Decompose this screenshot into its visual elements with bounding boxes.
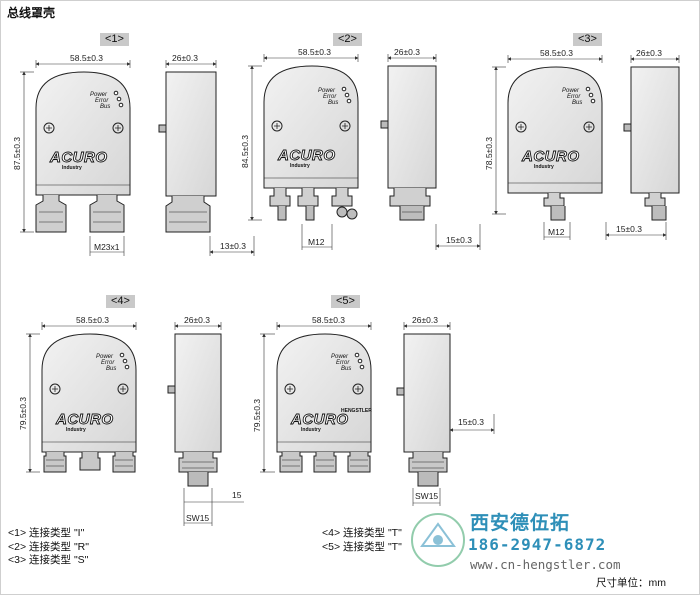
- legend-item: <2> 连接类型 "R": [8, 540, 89, 553]
- svg-text:15±0.3: 15±0.3: [446, 235, 472, 245]
- svg-text:Error: Error: [336, 360, 350, 366]
- svg-text:Power: Power: [96, 354, 114, 360]
- svg-text:84.5±0.3: 84.5±0.3: [240, 135, 250, 168]
- svg-text:Power: Power: [331, 354, 349, 360]
- watermark-company-name: 西安德伍拓: [470, 513, 571, 534]
- svg-text:Bus: Bus: [106, 366, 116, 372]
- svg-text:26±0.3: 26±0.3: [184, 315, 210, 325]
- svg-text:Industry: Industry: [301, 427, 321, 433]
- svg-text:58.5±0.3: 58.5±0.3: [70, 53, 103, 63]
- watermark-phone: 186-2947-6872: [468, 535, 607, 554]
- svg-text:M12: M12: [308, 237, 325, 247]
- view-5-side: [396, 333, 451, 487]
- svg-text:Industry: Industry: [62, 165, 82, 171]
- view-4-front: [41, 333, 137, 473]
- svg-text:58.5±0.3: 58.5±0.3: [298, 47, 331, 57]
- legend-item: <4> 连接类型 "T": [322, 527, 402, 539]
- svg-text:78.5±0.3: 78.5±0.3: [484, 137, 494, 170]
- svg-text:Industry: Industry: [66, 427, 86, 433]
- acuro-logos: ACURO Industry ACURO Industry ACURO Indu…: [49, 147, 580, 433]
- svg-text:Bus: Bus: [572, 100, 582, 106]
- led-labels: Power Error Bus Power Error Bus Power Er…: [90, 88, 582, 372]
- svg-text:ACURO: ACURO: [521, 148, 580, 165]
- svg-text:ACURO: ACURO: [290, 411, 349, 428]
- svg-text:15: 15: [232, 490, 242, 500]
- svg-text:ACURO: ACURO: [49, 149, 108, 166]
- svg-text:87.5±0.3: 87.5±0.3: [12, 137, 22, 170]
- watermark-website: www.cn-hengstler.com: [470, 557, 621, 572]
- view-2-side: [380, 65, 437, 221]
- view-2-front: [263, 65, 359, 221]
- svg-text:26±0.3: 26±0.3: [394, 47, 420, 57]
- view-tag-4: <4>: [106, 295, 135, 308]
- svg-text:79.5±0.3: 79.5±0.3: [252, 399, 262, 432]
- view-4-side: [167, 333, 222, 487]
- legend-right: <4> 连接类型 "T" <5> 连接类型 "T": [322, 527, 402, 554]
- view-1-side: [158, 71, 217, 233]
- svg-text:58.5±0.3: 58.5±0.3: [540, 48, 573, 58]
- unit-label: 尺寸单位：mm: [596, 577, 666, 589]
- legend-left: <1> 连接类型 "I" <2> 连接类型 "R" <3> 连接类型 "S": [8, 527, 89, 568]
- view-3-front: [507, 66, 603, 221]
- legend-item: <1> 连接类型 "I": [8, 527, 85, 539]
- svg-text:Error: Error: [101, 360, 115, 366]
- svg-text:Power: Power: [562, 88, 580, 94]
- svg-text:Bus: Bus: [328, 100, 338, 106]
- svg-text:Error: Error: [323, 94, 337, 100]
- svg-text:15±0.3: 15±0.3: [616, 224, 642, 234]
- view-tag-3: <3>: [573, 33, 602, 46]
- svg-text:58.5±0.3: 58.5±0.3: [312, 315, 345, 325]
- dimension-labels: 58.5±0.3 26±0.3 87.5±0.3 M23x1 13±0.3 58…: [12, 47, 662, 523]
- legend-item: <5> 连接类型 "T": [322, 540, 402, 553]
- svg-text:26±0.3: 26±0.3: [636, 48, 662, 58]
- dimension-lines: [20, 54, 680, 526]
- legend-item: <3> 连接类型 "S": [8, 554, 89, 566]
- svg-text:13±0.3: 13±0.3: [220, 241, 246, 251]
- svg-text:58.5±0.3: 58.5±0.3: [76, 315, 109, 325]
- svg-text:Power: Power: [318, 88, 336, 94]
- view-1-front: [35, 71, 131, 233]
- svg-text:Power: Power: [90, 92, 108, 98]
- svg-text:ACURO: ACURO: [55, 411, 114, 428]
- svg-text:26±0.3: 26±0.3: [412, 315, 438, 325]
- svg-text:HENGSTLER: HENGSTLER: [341, 408, 372, 414]
- svg-text:Error: Error: [567, 94, 581, 100]
- view-tag-5: <5>: [331, 295, 360, 308]
- svg-text:Industry: Industry: [534, 164, 554, 170]
- watermark-logo: [411, 513, 465, 567]
- svg-text:Industry: Industry: [290, 163, 310, 169]
- page-title: 总线罩壳: [7, 6, 56, 20]
- svg-text:Error: Error: [95, 98, 109, 104]
- view-5-front: [276, 333, 372, 473]
- svg-text:SW15: SW15: [186, 513, 209, 523]
- svg-text:Bus: Bus: [341, 366, 351, 372]
- svg-text:79.5±0.3: 79.5±0.3: [18, 397, 28, 430]
- view-tag-2: <2>: [333, 33, 362, 46]
- svg-text:15±0.3: 15±0.3: [458, 417, 484, 427]
- svg-text:ACURO: ACURO: [277, 147, 336, 164]
- svg-text:Bus: Bus: [100, 104, 110, 110]
- svg-text:SW15: SW15: [415, 491, 438, 501]
- view-3-side: [623, 66, 680, 221]
- view-tag-1: <1>: [100, 33, 129, 46]
- svg-text:26±0.3: 26±0.3: [172, 53, 198, 63]
- svg-text:M12: M12: [548, 227, 565, 237]
- svg-text:M23x1: M23x1: [94, 242, 120, 252]
